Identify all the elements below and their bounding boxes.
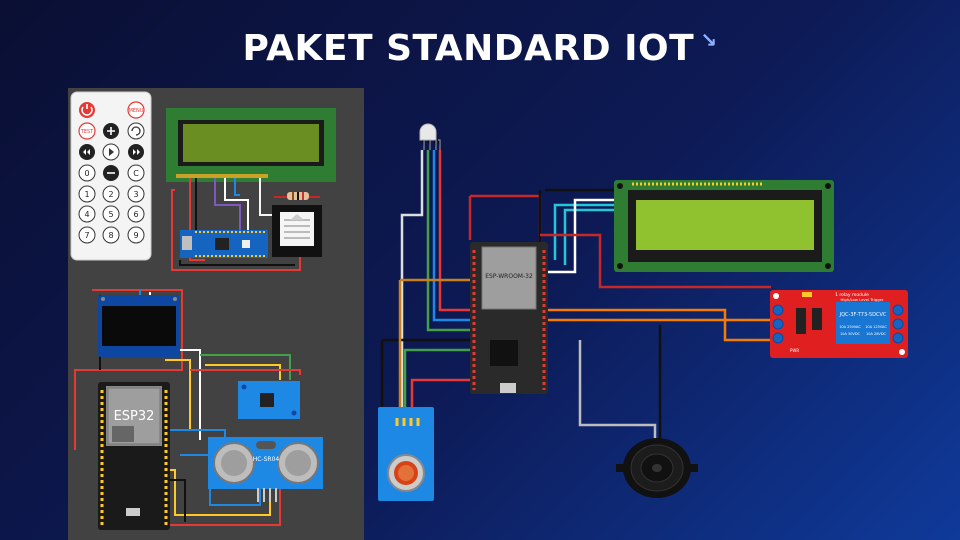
arduino-nano [180, 230, 268, 258]
btn-9-label: 9 [133, 231, 138, 240]
relay-model-label: JQC-3F-T73-5DCVC [839, 312, 887, 318]
arrow-down-right-icon: ↘ [700, 28, 718, 52]
ir-remote: MENU TEST 0 C 1 2 3 4 [70, 91, 152, 261]
btn-3-label: 3 [133, 190, 138, 199]
relay-rating-4: 10A 28VDC [866, 332, 887, 336]
test-label: TEST [80, 129, 94, 135]
oled-display [98, 295, 180, 357]
btn-6-label: 6 [133, 210, 138, 219]
btn-7-label: 7 [84, 231, 89, 240]
page-title: PAKET STANDARD IOT↘ [0, 28, 960, 69]
pwr-label: PWR [790, 348, 799, 353]
esp32-board-right: ESP-WROOM-32 [470, 242, 548, 394]
btn-1-label: 1 [84, 190, 89, 199]
esp32-label: ESP32 [114, 409, 155, 424]
relay-rating-2: 10A 125VAC [865, 325, 887, 329]
esp32-board-left: ESP32 [98, 382, 170, 530]
back-icon [131, 126, 141, 136]
btn-c-label: C [133, 169, 139, 178]
relay-module: JQC-3F-T73-5DCVC 10A 250VAC 10A 125VAC 1… [770, 290, 908, 358]
rgb-led [419, 123, 441, 150]
gas-sensor [378, 407, 434, 501]
btn-5-label: 5 [108, 210, 113, 219]
relay-subtitle: High/Low Level Trigger [840, 297, 883, 302]
lcd-small [166, 108, 336, 182]
left-circuit-panel: MENU TEST 0 C 1 2 3 4 [68, 88, 364, 540]
resistor [287, 192, 309, 200]
buzzer [616, 438, 698, 498]
relay-rating-3: 10A 30VDC [840, 332, 861, 336]
sensor-module-small [238, 381, 300, 419]
btn-0-label: 0 [84, 169, 89, 178]
dht-sensor [272, 205, 322, 257]
ultrasonic-sensor: HC-SR04 [208, 437, 323, 502]
right-circuit: ESP-WROOM-32 JQC-3F-T73-5DCVC 10A 250VAC… [378, 123, 908, 501]
btn-2-label: 2 [108, 190, 113, 199]
relay-title: 1 relay module [835, 292, 869, 298]
title-text: PAKET STANDARD IOT [242, 28, 695, 69]
btn-4-label: 4 [84, 210, 89, 219]
relay-rating-1: 10A 250VAC [839, 325, 861, 329]
esp-module-label: ESP-WROOM-32 [485, 273, 533, 280]
right-wires [380, 150, 771, 440]
btn-8-label: 8 [108, 231, 113, 240]
menu-label: MENU [129, 108, 144, 114]
menu-button [127, 101, 145, 119]
lcd-large [614, 180, 834, 272]
ultrasonic-label: HC-SR04 [253, 456, 280, 463]
